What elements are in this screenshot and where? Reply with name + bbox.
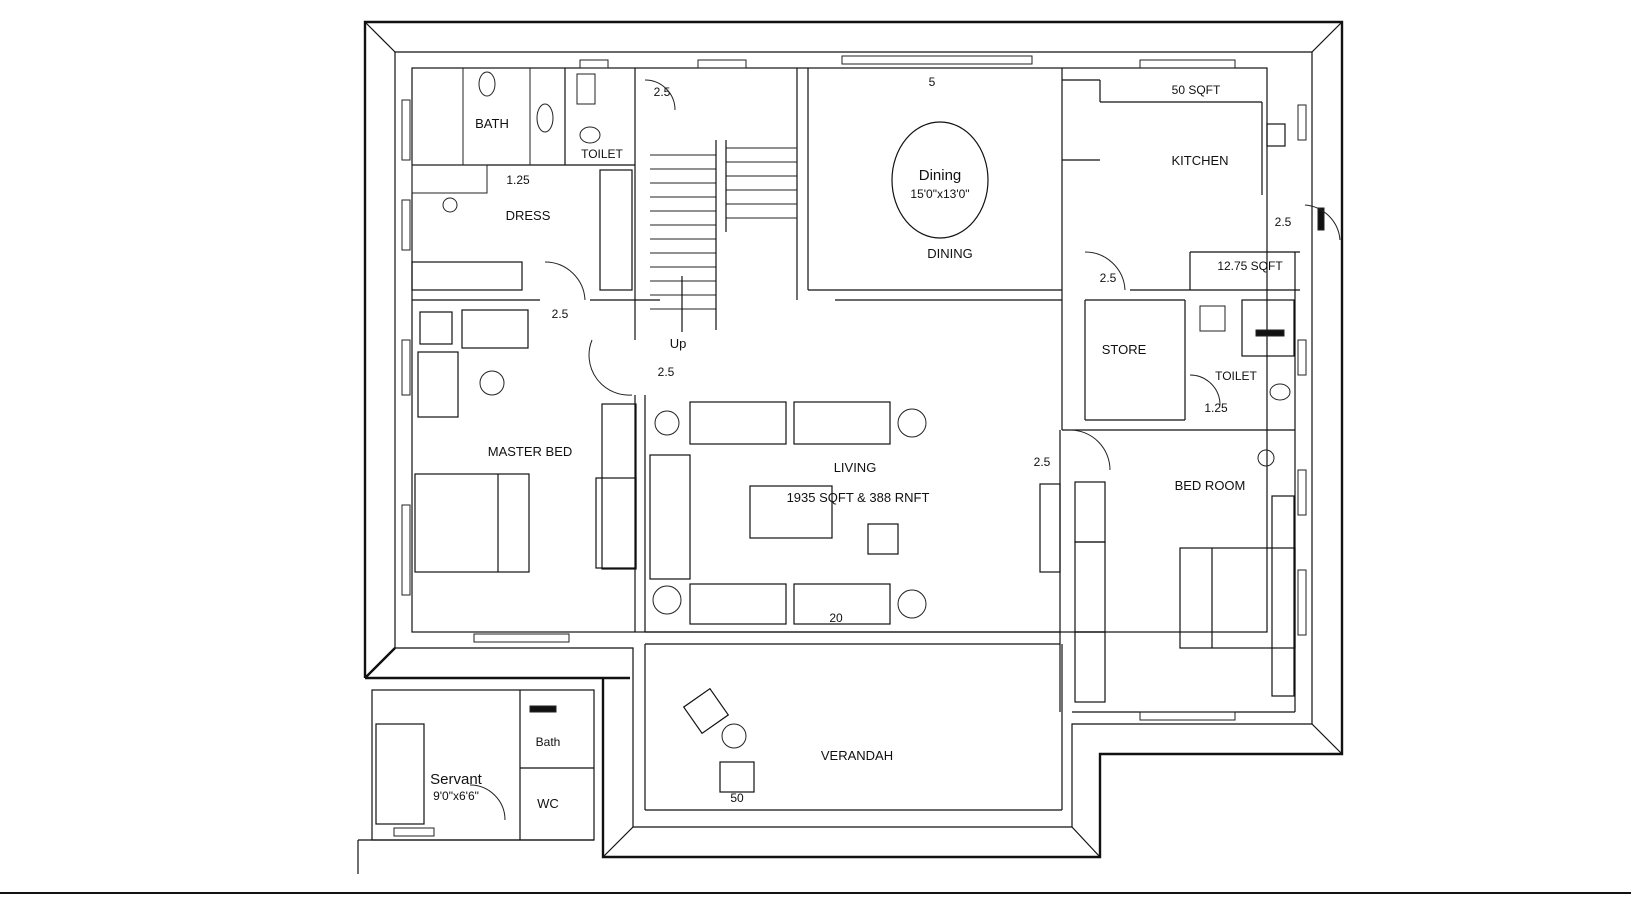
dim-store-door: 2.5 bbox=[1100, 271, 1117, 285]
dim-dress-ledge: 1.25 bbox=[506, 173, 530, 187]
label-living: LIVING bbox=[834, 460, 877, 475]
dim-verandah-door: 50 bbox=[730, 791, 744, 805]
door-arc bbox=[1069, 429, 1111, 471]
label-store-area: 12.75 SQFT bbox=[1217, 259, 1283, 273]
label-toilet-top: TOILET bbox=[581, 147, 623, 161]
kitchen-fixtures bbox=[1266, 123, 1325, 231]
living-furniture bbox=[649, 401, 1061, 625]
windows bbox=[401, 55, 1307, 721]
label-kitchen: KITCHEN bbox=[1171, 153, 1228, 168]
door-swings bbox=[469, 79, 1341, 821]
dim-kitchen-door: 2.5 bbox=[1275, 215, 1292, 229]
dim-toilet-door: 2.5 bbox=[654, 85, 671, 99]
bath-fixtures bbox=[411, 68, 601, 213]
dim-stair-door: 2.5 bbox=[658, 365, 675, 379]
label-dining-table: Dining bbox=[919, 167, 962, 184]
door-arc bbox=[1084, 251, 1126, 291]
dining-table bbox=[891, 121, 989, 239]
dim-toilet-right-door: 1.25 bbox=[1204, 401, 1228, 415]
dim-dress-door: 2.5 bbox=[552, 307, 569, 321]
dim-living-window: 20 bbox=[829, 611, 843, 625]
dim-dining-window: 5 bbox=[929, 75, 936, 89]
wardrobes bbox=[411, 169, 1106, 703]
dim-living-door: 2.5 bbox=[1034, 455, 1051, 469]
servant-block bbox=[357, 689, 595, 874]
label-dining: DINING bbox=[927, 246, 973, 261]
door-arc bbox=[588, 339, 633, 396]
room-labels: BATH TOILET 2.5 1.25 DRESS 2.5 2.5 Up 5 … bbox=[430, 75, 1292, 811]
label-bed-room: BED ROOM bbox=[1175, 478, 1246, 493]
staircase bbox=[650, 140, 797, 332]
label-stairs-up: Up bbox=[670, 336, 687, 351]
outer-walls bbox=[363, 20, 1344, 859]
label-dining-size: 15'0"x13'0" bbox=[910, 187, 969, 201]
label-master-bed: MASTER BED bbox=[488, 444, 573, 459]
label-verandah: VERANDAH bbox=[821, 748, 893, 763]
door-arc bbox=[469, 784, 506, 821]
interior-walls bbox=[411, 67, 1300, 811]
bedroom-furniture bbox=[1179, 299, 1296, 697]
master-bed-furniture bbox=[414, 309, 637, 573]
label-wc: WC bbox=[537, 796, 559, 811]
label-dress: DRESS bbox=[506, 208, 551, 223]
door-arc bbox=[644, 79, 676, 111]
label-bath: BATH bbox=[475, 116, 509, 131]
door-arc bbox=[1189, 374, 1221, 406]
label-servant-size: 9'0"x6'6" bbox=[433, 789, 479, 803]
label-kitchen-area: 50 SQFT bbox=[1172, 83, 1221, 97]
label-servant-bath: Bath bbox=[536, 735, 561, 749]
door-arc bbox=[1304, 204, 1341, 241]
label-store: STORE bbox=[1102, 342, 1147, 357]
label-servant: Servant bbox=[430, 771, 483, 788]
label-living-area: 1935 SQFT & 388 RNFT bbox=[787, 490, 930, 505]
verandah-furniture bbox=[682, 687, 755, 793]
door-arc bbox=[544, 261, 586, 301]
label-toilet-right: TOILET bbox=[1215, 369, 1257, 383]
